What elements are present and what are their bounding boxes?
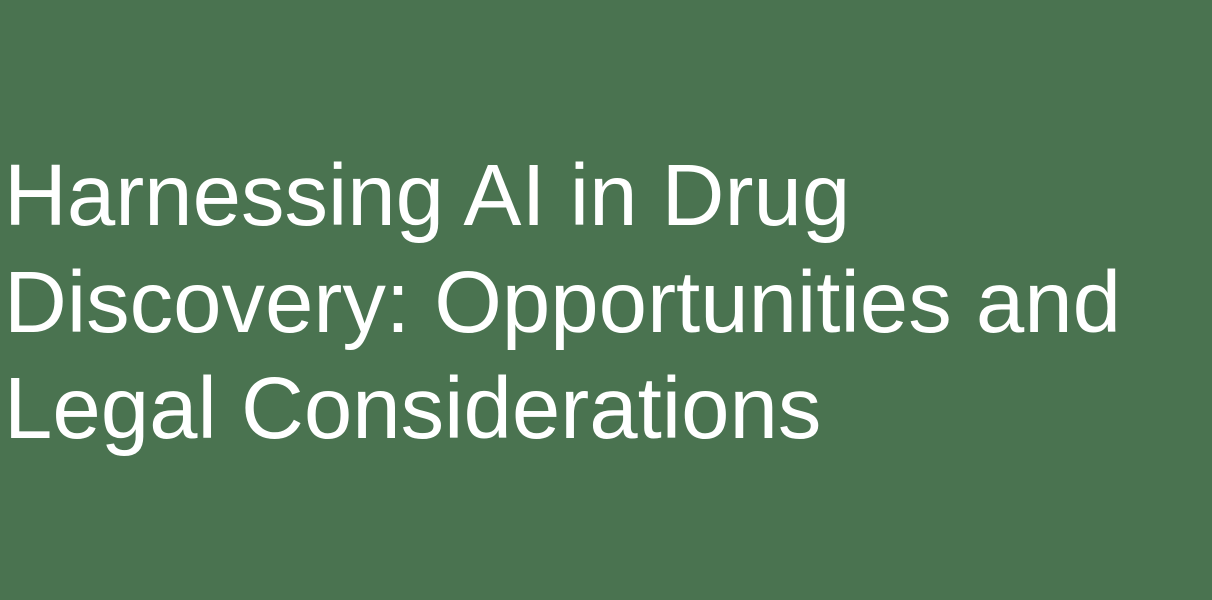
slide-title: Harnessing AI in Drug Discovery: Opportu… xyxy=(4,143,1204,463)
title-line-3: Legal Considerations xyxy=(4,360,822,457)
title-line-1: Harnessing AI in Drug xyxy=(4,147,851,244)
title-line-2: Discovery: Opportunities and xyxy=(4,253,1122,351)
